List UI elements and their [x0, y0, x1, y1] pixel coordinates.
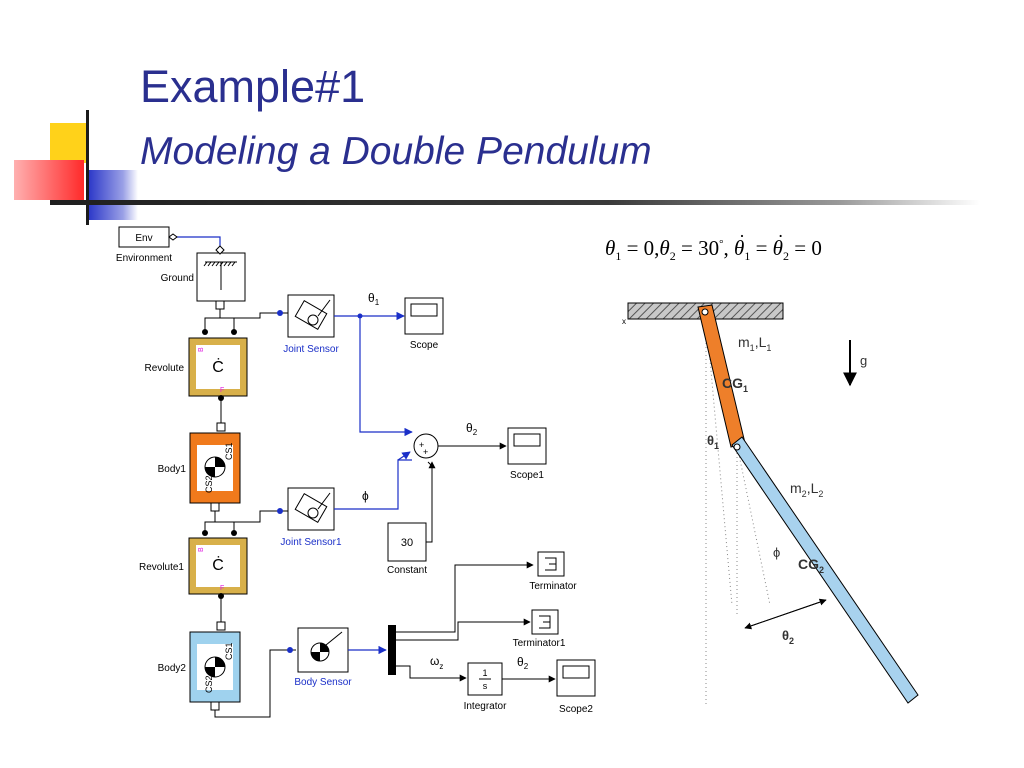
cg1-label: CG1 — [722, 375, 748, 394]
svg-text:F: F — [220, 387, 224, 394]
slide-subtitle: Modeling a Double Pendulum — [140, 130, 652, 173]
ground-block[interactable] — [196, 252, 246, 302]
signal-omega-z: ωz — [430, 654, 443, 671]
m2-l2-label: m2,L2 — [790, 480, 823, 499]
body-sensor-label: Body Sensor — [294, 677, 352, 688]
m1-l1-label: m1,L1 — [738, 334, 771, 353]
title-divider — [50, 200, 980, 205]
signal-phi: ϕ — [362, 489, 369, 503]
env-block[interactable]: Env — [118, 226, 170, 248]
initial-conditions-equation: θ1 = 0,θ2 = 30°, ·θ1 = ·θ2 = 0 — [605, 226, 822, 264]
signal-theta1: θ1 — [368, 291, 380, 307]
revolute1-label: Revolute1 — [139, 562, 184, 573]
svg-text:Ċ: Ċ — [212, 554, 224, 574]
terminator-block[interactable] — [537, 551, 565, 577]
svg-text:B: B — [198, 347, 205, 352]
simulink-diagram: Env Environment Ground Ċ B F Revolute Jo… — [116, 226, 596, 718]
terminator1-block[interactable] — [531, 609, 559, 635]
svg-text:CS2: CS2 — [204, 475, 214, 493]
gravity-label: g — [860, 353, 867, 368]
joint-sensor-label: Joint Sensor — [283, 344, 339, 355]
deco-yellow-square — [50, 123, 88, 163]
revolute1-block[interactable]: Ċ B F — [188, 537, 248, 595]
scope1-label: Scope1 — [510, 470, 544, 481]
integrator-block[interactable]: 1 s — [467, 662, 503, 696]
link2 — [731, 436, 919, 704]
constant-block[interactable]: 30 — [387, 522, 427, 562]
slide-title: Example#1 — [140, 61, 366, 112]
svg-text:30: 30 — [401, 537, 413, 549]
ground-label: Ground — [161, 273, 194, 284]
svg-text:Ċ: Ċ — [212, 356, 224, 376]
body2-label: Body2 — [158, 663, 187, 674]
svg-text:+: + — [419, 440, 424, 450]
terminator-label: Terminator — [529, 581, 577, 592]
terminator1-label: Terminator1 — [513, 638, 566, 649]
svg-text:Env: Env — [135, 233, 152, 244]
theta1-label: θ1 — [707, 433, 719, 451]
svg-text:+: + — [423, 447, 428, 457]
constant-label: Constant — [387, 565, 427, 576]
svg-text:F: F — [220, 585, 224, 592]
sum-block[interactable]: + + — [413, 433, 439, 459]
pendulum-figure: x g m1,L1 CG1 θ1 m2,L2 ϕ CG2 θ2 — [622, 302, 919, 705]
signal-theta2-out: θ2 — [517, 655, 529, 671]
svg-text:CS1: CS1 — [224, 442, 234, 460]
body2-block[interactable]: CS2 CS1 — [189, 631, 241, 703]
scope1-block[interactable] — [507, 427, 547, 465]
deco-red-bar — [14, 160, 84, 200]
joint-sensor1-block[interactable] — [287, 487, 335, 531]
body-sensor-block[interactable] — [297, 627, 349, 673]
environment-label: Environment — [116, 253, 172, 264]
scope2-block[interactable] — [556, 659, 596, 697]
joint-sensor-block[interactable] — [287, 294, 335, 338]
deco-blue-square — [88, 170, 138, 220]
integrator-label: Integrator — [464, 701, 507, 712]
revolute-block[interactable]: Ċ B F — [188, 337, 248, 397]
scope2-label: Scope2 — [559, 704, 593, 715]
body1-label: Body1 — [158, 464, 187, 475]
phi-label: ϕ — [773, 545, 780, 560]
theta2-label: θ2 — [782, 628, 794, 646]
body1-block[interactable]: CS2 CS1 — [189, 432, 241, 504]
svg-text:s: s — [483, 681, 488, 691]
svg-text:x: x — [622, 317, 626, 326]
joint-sensor1-label: Joint Sensor1 — [280, 537, 342, 548]
svg-text:CS1: CS1 — [224, 642, 234, 660]
svg-text:1: 1 — [482, 668, 487, 678]
revolute-label: Revolute — [145, 363, 185, 374]
deco-vertical-line — [86, 110, 89, 225]
scope-block[interactable] — [404, 297, 444, 335]
demux-block[interactable] — [388, 625, 396, 675]
svg-text:CS2: CS2 — [204, 675, 214, 693]
svg-text:B: B — [198, 547, 205, 552]
cg2-label: CG2 — [798, 556, 824, 575]
signal-theta2: θ2 — [466, 421, 478, 437]
scope-label: Scope — [410, 340, 439, 351]
